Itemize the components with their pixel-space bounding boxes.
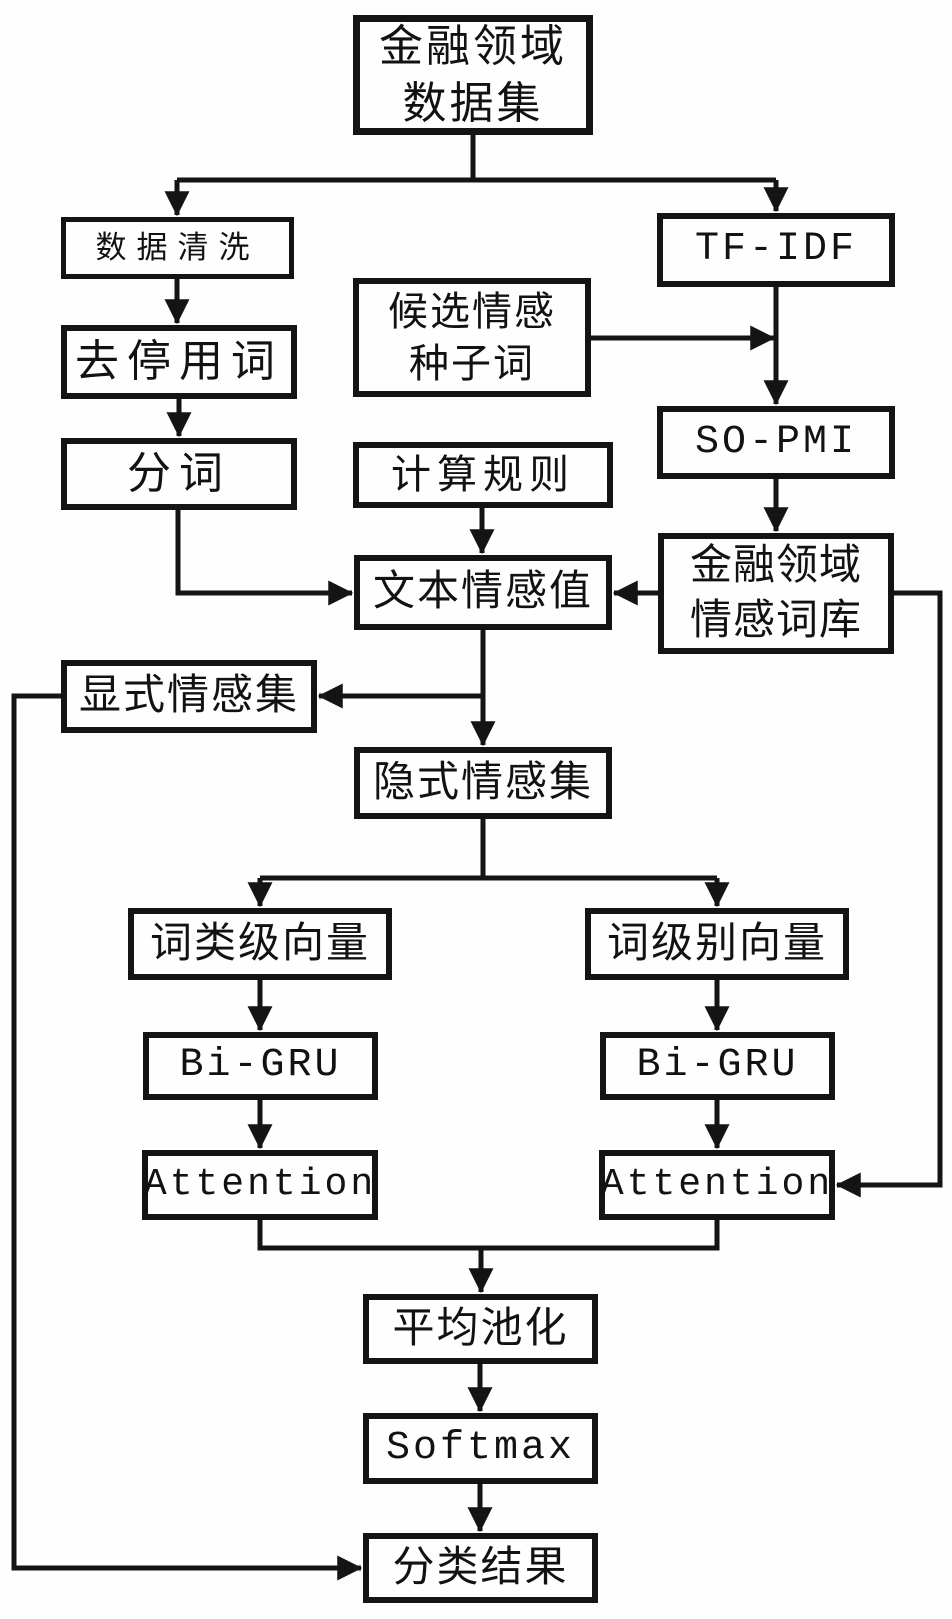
node-text-sentiment-value-label: 文本情感值 bbox=[372, 569, 593, 616]
node-bi-gru-right-label: Bi-GRU bbox=[636, 1043, 799, 1088]
node-tf-idf-label: TF-IDF bbox=[694, 227, 858, 272]
node-word-segmentation: 分词 bbox=[61, 438, 297, 510]
node-candidate-seed-words: 候选情感 种子词 bbox=[353, 278, 591, 397]
node-financial-dataset: 金融领域 数据集 bbox=[353, 15, 593, 135]
edge-explicit-result bbox=[11, 693, 363, 1581]
edge-lex-att2 bbox=[835, 590, 943, 1198]
node-so-pmi-label: SO-PMI bbox=[694, 419, 858, 465]
edge-dataset-split bbox=[177, 135, 776, 183]
node-average-pooling: 平均池化 bbox=[363, 1294, 598, 1364]
node-remove-stopwords-label: 去停用词 bbox=[75, 337, 283, 387]
edge-seg-senti bbox=[175, 510, 354, 606]
node-bi-gru-left: Bi-GRU bbox=[143, 1032, 378, 1100]
node-data-cleaning: 数据清洗 bbox=[61, 217, 294, 279]
node-financial-sentiment-lexicon: 金融领域 情感词库 bbox=[658, 533, 894, 654]
node-softmax: Softmax bbox=[363, 1413, 598, 1484]
node-tf-idf: TF-IDF bbox=[657, 213, 895, 287]
node-attention-left: Attention bbox=[142, 1150, 378, 1220]
node-word-segmentation-label: 分词 bbox=[127, 449, 231, 499]
node-explicit-sentiment-set-label: 显式情感集 bbox=[78, 673, 299, 720]
node-data-cleaning-label: 数据清洗 bbox=[95, 229, 260, 265]
node-remove-stopwords: 去停用词 bbox=[61, 325, 297, 399]
node-attention-right: Attention bbox=[599, 1150, 835, 1220]
node-implicit-sentiment-set: 隐式情感集 bbox=[354, 747, 612, 819]
node-word-level-vector: 词级别向量 bbox=[585, 908, 849, 980]
node-bi-gru-left-label: Bi-GRU bbox=[179, 1043, 342, 1088]
node-text-sentiment-value: 文本情感值 bbox=[354, 555, 612, 630]
node-classification-result: 分类结果 bbox=[363, 1533, 598, 1603]
node-financial-dataset-label: 金融领域 数据集 bbox=[379, 21, 567, 128]
node-explicit-sentiment-set: 显式情感集 bbox=[61, 660, 317, 733]
node-attention-right-label: Attention bbox=[600, 1163, 834, 1207]
node-implicit-sentiment-set-label: 隐式情感集 bbox=[372, 759, 593, 806]
node-so-pmi: SO-PMI bbox=[657, 406, 895, 479]
node-attention-left-label: Attention bbox=[143, 1163, 377, 1207]
node-calculation-rules: 计算规则 bbox=[353, 442, 613, 508]
node-financial-sentiment-lexicon-label: 金融领域 情感词库 bbox=[689, 542, 862, 644]
node-classification-result-label: 分类结果 bbox=[392, 1544, 569, 1591]
node-calculation-rules-label: 计算规则 bbox=[391, 452, 575, 497]
edge-attention-merge bbox=[257, 1220, 720, 1251]
node-softmax-label: Softmax bbox=[385, 1425, 576, 1471]
node-average-pooling-label: 平均池化 bbox=[392, 1305, 569, 1352]
node-candidate-seed-words-label: 候选情感 种子词 bbox=[388, 288, 556, 386]
node-word-class-level-vector: 词类级向量 bbox=[128, 908, 392, 980]
edge-implicit-split bbox=[260, 819, 717, 881]
node-word-class-level-vector-label: 词类级向量 bbox=[149, 920, 370, 967]
node-word-level-vector-label: 词级别向量 bbox=[606, 920, 827, 967]
node-bi-gru-right: Bi-GRU bbox=[600, 1032, 835, 1100]
